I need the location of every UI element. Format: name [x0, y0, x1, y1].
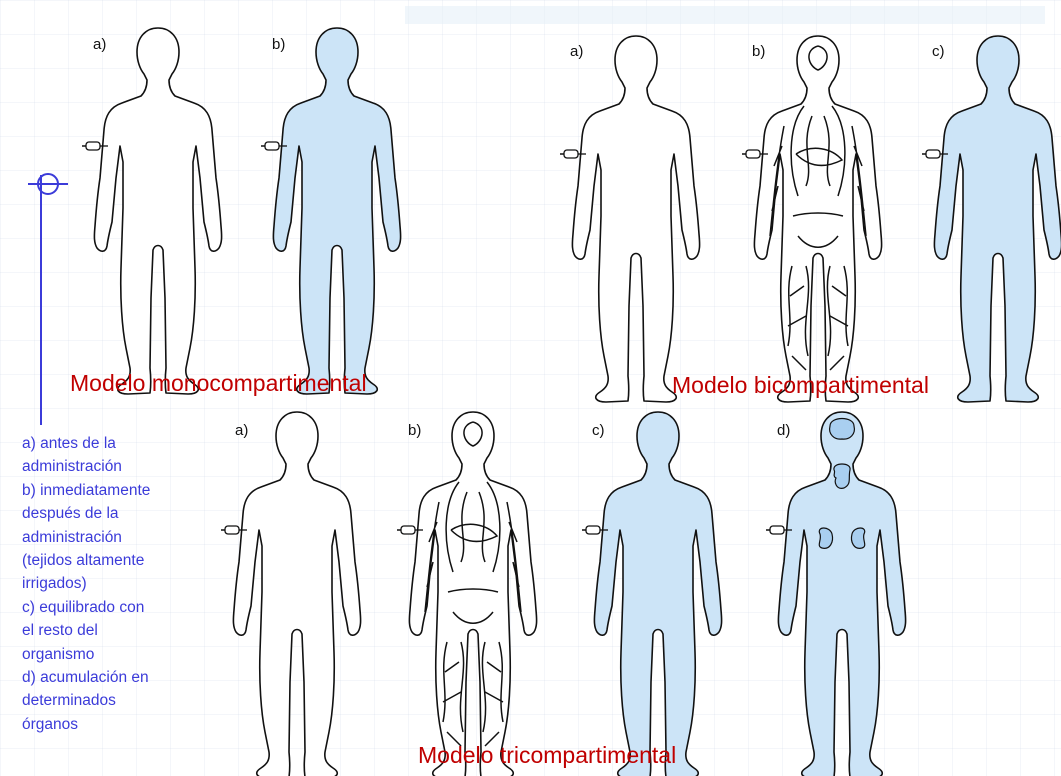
figure-label-bi-c: c) — [932, 44, 945, 59]
legend-line: órganos — [22, 713, 222, 736]
legend-line: determinados — [22, 689, 222, 712]
figure-label-bi-a: a) — [570, 44, 583, 59]
legend-line: d) acumulación en — [22, 666, 222, 689]
body-figure-bi-a — [560, 36, 700, 402]
crosshair-icon — [28, 174, 68, 425]
figure-label-tri-a: a) — [235, 423, 248, 438]
legend-line: b) inmediatamente — [22, 479, 222, 502]
legend-line: (tejidos altamente — [22, 549, 222, 572]
legend-line: c) equilibrado con — [22, 596, 222, 619]
legend-line: a) antes de la — [22, 432, 222, 455]
legend-line: administración — [22, 526, 222, 549]
figure-label-tri-d: d) — [777, 423, 790, 438]
body-outline — [934, 36, 1061, 402]
body-figure-mono-a — [82, 28, 222, 394]
body-outline — [572, 36, 699, 402]
body-outline — [409, 412, 536, 776]
title-tricompartment-model: Modelo tricompartimental — [418, 744, 676, 767]
body-figure-tri-a — [221, 412, 361, 776]
figure-label-mono-b: b) — [272, 37, 285, 52]
legend-line: el resto del — [22, 619, 222, 642]
body-figure-tri-d — [766, 412, 906, 776]
body-figure-tri-c — [582, 412, 722, 776]
body-outline — [94, 28, 221, 394]
body-outline — [233, 412, 360, 776]
title-monocompartment-model: Modelo monocompartimental — [70, 372, 367, 395]
figure-label-tri-c: c) — [592, 423, 605, 438]
body-figure-bi-b — [742, 36, 882, 402]
figure-label-mono-a: a) — [93, 37, 106, 52]
figure-label-bi-b: b) — [752, 44, 765, 59]
figure-label-tri-b: b) — [408, 423, 421, 438]
body-outline — [754, 36, 881, 402]
legend-line: irrigados) — [22, 572, 222, 595]
legend: a) antes de la administración b) inmedia… — [22, 432, 222, 736]
body-figure-mono-b — [261, 28, 401, 394]
body-outline — [594, 412, 721, 776]
title-bicompartment-model: Modelo bicompartimental — [672, 374, 929, 397]
body-figure-tri-b — [397, 412, 537, 776]
body-outline — [273, 28, 400, 394]
legend-line: organismo — [22, 643, 222, 666]
legend-line: administración — [22, 455, 222, 478]
body-figure-bi-c — [922, 36, 1061, 402]
legend-line: después de la — [22, 502, 222, 525]
